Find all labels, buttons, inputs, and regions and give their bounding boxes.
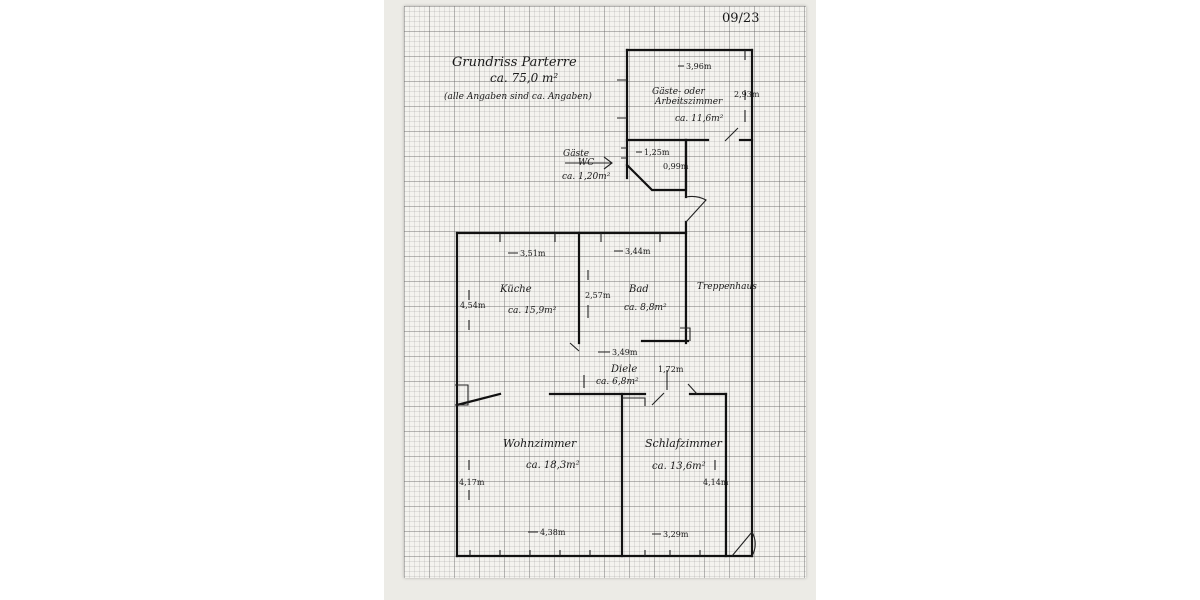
graph-paper (404, 6, 806, 578)
bath-width: 3,44m (625, 247, 651, 256)
bedroom-area: ca. 13,6m² (652, 461, 706, 472)
wc-area: ca. 1,20m² (562, 172, 611, 182)
guestroom-name-line2: Arbeitszimmer (654, 97, 723, 107)
kitchen-area: ca. 15,9m² (508, 306, 557, 316)
bath-name: Bad (628, 284, 649, 295)
doors (651, 127, 756, 557)
cabinet-marks (455, 327, 691, 406)
page-number: 09/23 (722, 11, 759, 26)
door-bedroom-hall (651, 392, 665, 406)
bath-depth: 2,57m (585, 291, 611, 300)
kitchen-width: 3,51m (520, 249, 546, 258)
bath-area: ca. 8,8m² (624, 303, 667, 313)
hall-depth: 1,72m (658, 365, 684, 374)
guestroom-area: ca. 11,6m² (675, 114, 724, 124)
hall-name: Diele (610, 364, 637, 375)
wall-marks (455, 50, 746, 556)
tick (499, 233, 661, 242)
door-guestroom (724, 127, 739, 142)
guestroom-name-line1: Gäste- oder (652, 87, 706, 97)
guestroom-width: 3,96m (686, 62, 712, 71)
kitchen-depth: 4,54m (460, 301, 486, 310)
tick (468, 90, 746, 500)
living-name: Wohnzimmer (503, 437, 577, 450)
wc-name-line2: WC (578, 158, 594, 168)
wc-arrow (565, 156, 613, 170)
wall-hall-bottom-left (455, 392, 502, 407)
door-stairwell-entry (685, 195, 707, 223)
bedroom-name: Schlafzimmer (645, 437, 723, 450)
door-bedroom-exterior (731, 531, 756, 557)
labels: 09/23 Grundriss Parterre ca. 75,0 m² (al… (444, 11, 760, 539)
wc-width: 1,25m (644, 148, 670, 157)
hall-width: 3,49m (612, 348, 638, 357)
dimension-dashes (508, 65, 684, 535)
plan-note: (alle Angaben sind ca. Angaben) (444, 91, 592, 102)
bedroom-width: 3,29m (663, 530, 689, 539)
bedroom-depth: 4,14m (703, 478, 729, 487)
tick (617, 50, 746, 159)
hall-area: ca. 6,8m² (596, 377, 639, 387)
living-depth: 4,17m (459, 478, 485, 487)
door-stair-hall (687, 383, 698, 395)
plan-title: Grundriss Parterre (452, 55, 577, 70)
living-width: 4,38m (540, 528, 566, 537)
guestroom-depth: 2,93m (734, 90, 760, 99)
tick (469, 550, 701, 556)
living-area: ca. 18,3m² (526, 460, 580, 471)
wc-depth: 0,99m (663, 162, 689, 171)
dimension-ticks (468, 90, 746, 500)
wc-name-line1: Gäste (563, 149, 589, 159)
plan-total-area: ca. 75,0 m² (490, 71, 558, 85)
stairwell-name: Treppenhaus (697, 282, 757, 292)
walls (455, 48, 754, 558)
kitchen-name: Küche (499, 284, 532, 295)
